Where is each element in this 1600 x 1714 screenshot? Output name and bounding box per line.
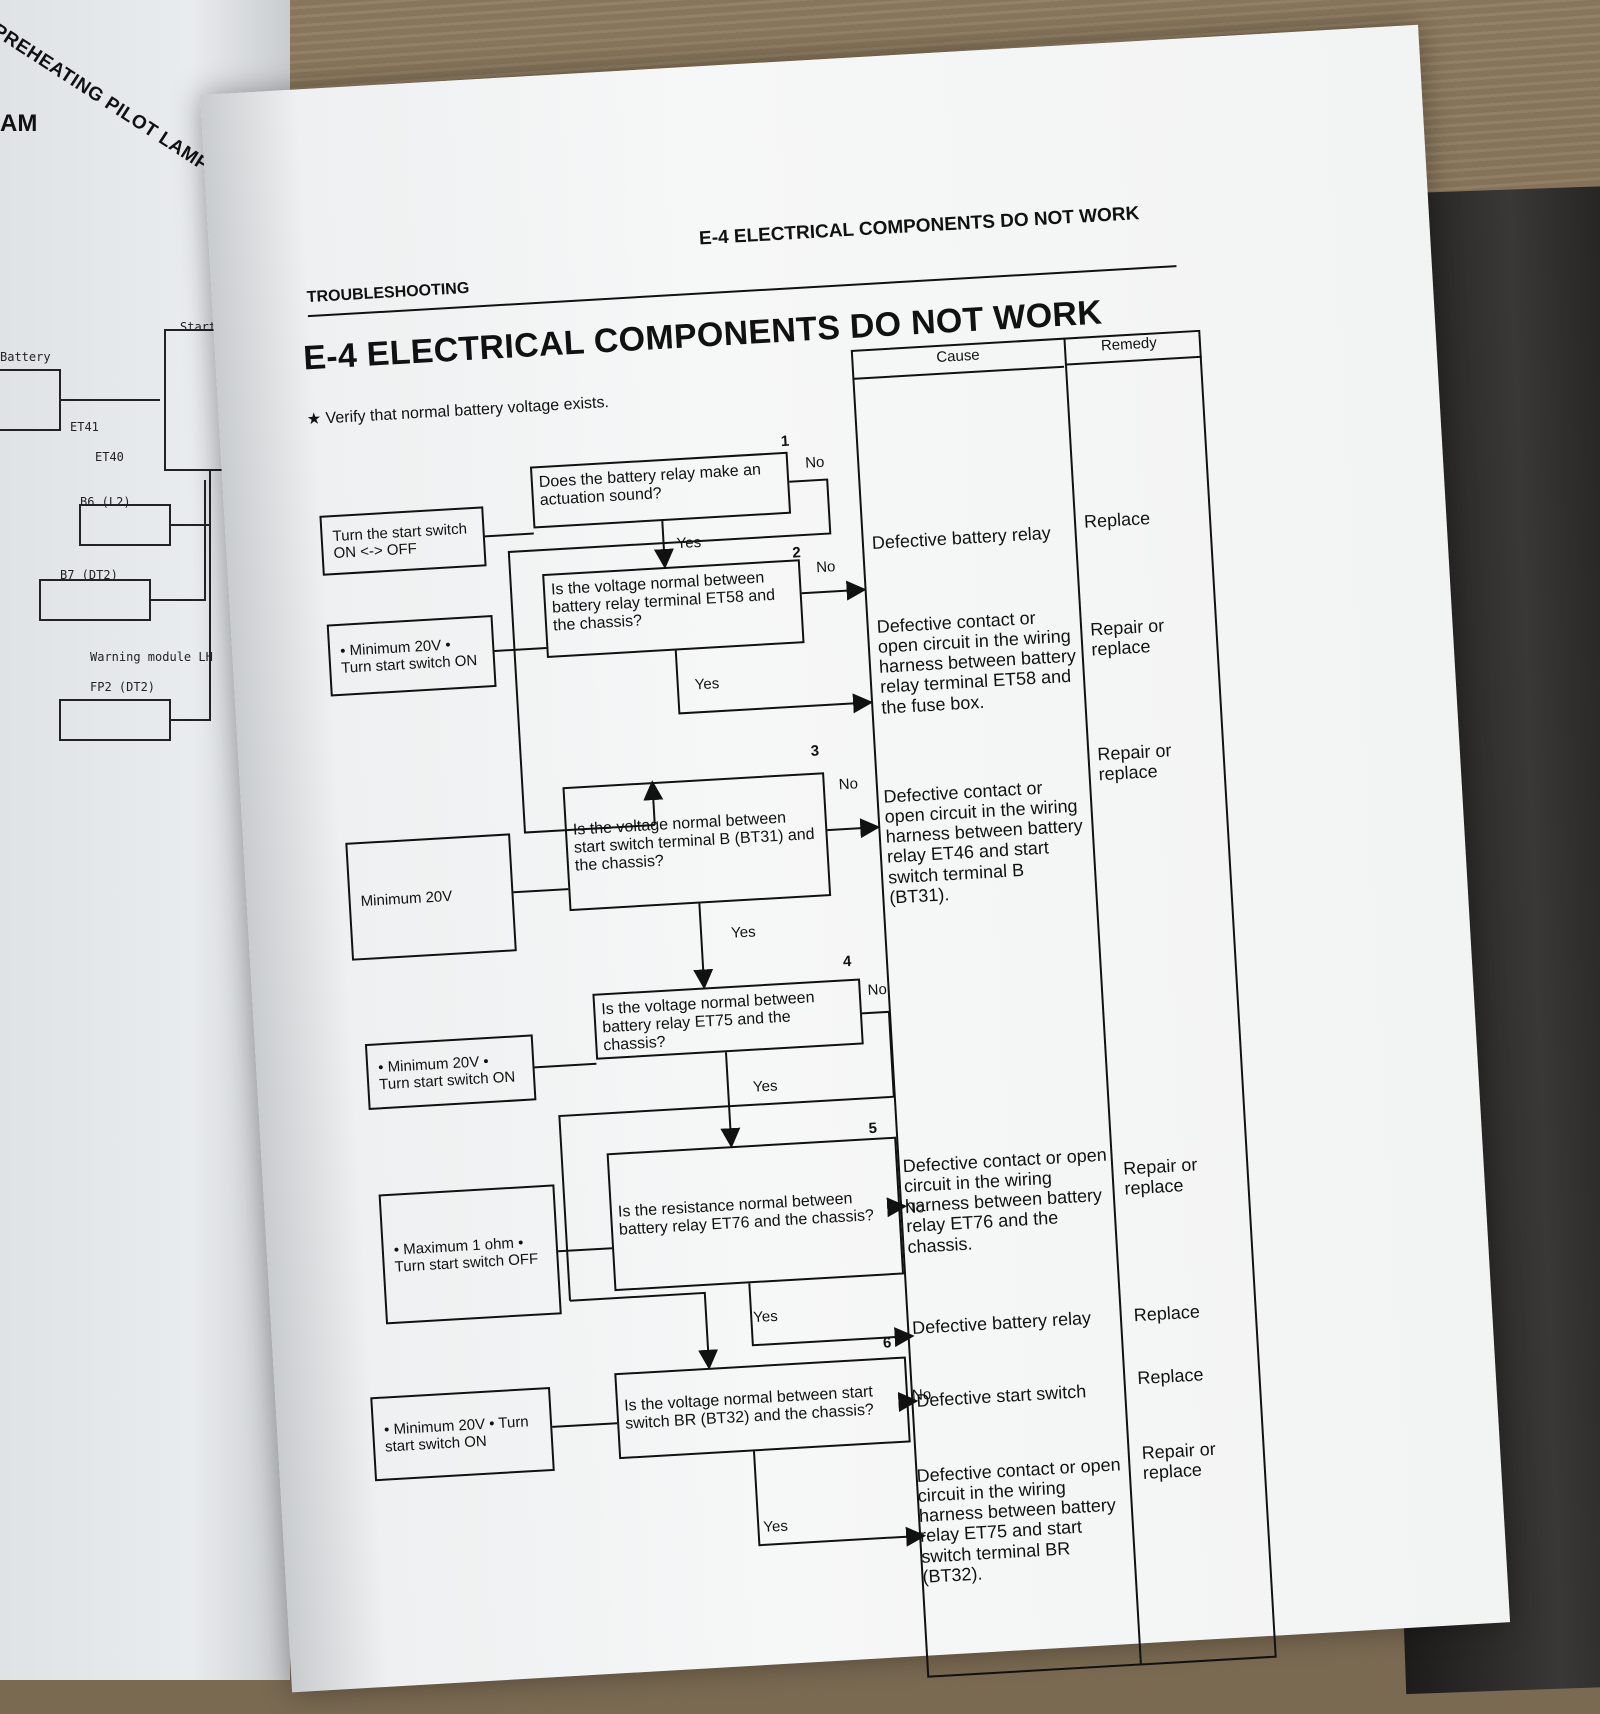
wiring-label: Warning module LH (90, 650, 213, 664)
wiring-label: B7 (DT2) (60, 568, 118, 582)
wiring-diagram (0, 329, 246, 741)
wiring-label: ET41 (70, 420, 99, 434)
wiring-label: FP2 (DT2) (90, 680, 156, 694)
wiring-label: ET40 (95, 450, 124, 464)
wiring-label: Battery (0, 350, 51, 364)
left-page-section-fragment: AM (0, 110, 38, 137)
manual-page: TROUBLESHOOTING E-4 ELECTRICAL COMPONENT… (200, 24, 1511, 1693)
flowchart-connectors (484, 478, 927, 1547)
